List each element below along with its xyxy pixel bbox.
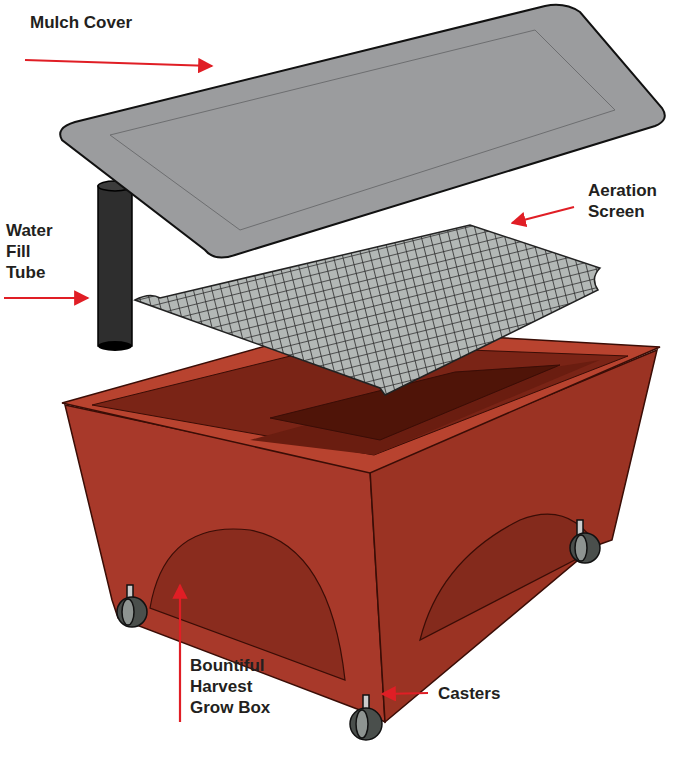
part-label: Aeration Screen — [588, 180, 673, 222]
mulch-cover — [60, 5, 665, 258]
grow-box — [62, 328, 660, 722]
water-fill-tube — [98, 181, 132, 351]
part-label: Mulch Cover — [30, 12, 190, 33]
part-label: Bountiful Harvest Grow Box — [190, 655, 290, 718]
part-label: Water Fill Tube — [6, 220, 68, 283]
caster — [117, 520, 600, 740]
leader-arrow — [4, 60, 574, 722]
part-label: Casters — [438, 683, 538, 704]
